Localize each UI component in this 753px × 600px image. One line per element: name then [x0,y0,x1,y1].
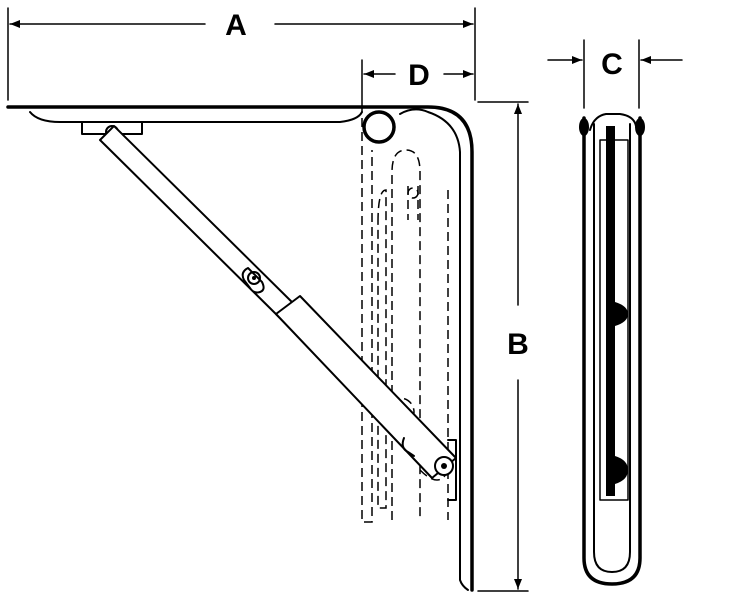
dimension-c-label: C [601,48,623,81]
dimension-d: D [361,59,474,113]
diagonal-strut [99,125,457,479]
top-arm [6,105,364,139]
dimension-d-label: D [408,59,430,92]
dimension-b-label: B [507,328,529,361]
front-roller-left-icon [579,118,589,136]
front-clip-lower-icon [615,456,628,484]
front-clip-upper-icon [615,302,628,326]
dimension-a: A [7,7,476,101]
dimension-a-label: A [225,9,247,42]
dimension-b: B [477,101,529,592]
front-view [579,113,645,586]
vertical-arm [360,105,474,592]
strut-slot-icon [241,267,265,294]
hinge-roller-icon [362,110,396,144]
front-roller-right-icon [635,118,645,136]
dimension-c: C [547,39,683,109]
